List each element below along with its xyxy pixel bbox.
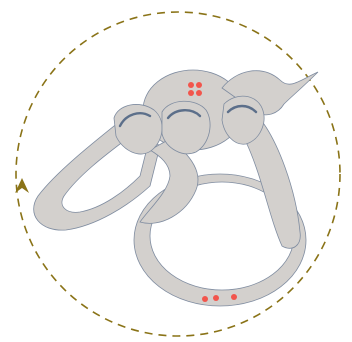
otolith-dot: [188, 82, 194, 88]
otolith-dot: [188, 90, 194, 96]
otolith-dot: [196, 82, 202, 88]
otolith-dot: [213, 295, 219, 301]
otolith-dot: [202, 296, 208, 302]
otolith-dot: [231, 294, 237, 300]
vestibular-organ: [34, 70, 318, 306]
otolith-dot: [196, 90, 202, 96]
